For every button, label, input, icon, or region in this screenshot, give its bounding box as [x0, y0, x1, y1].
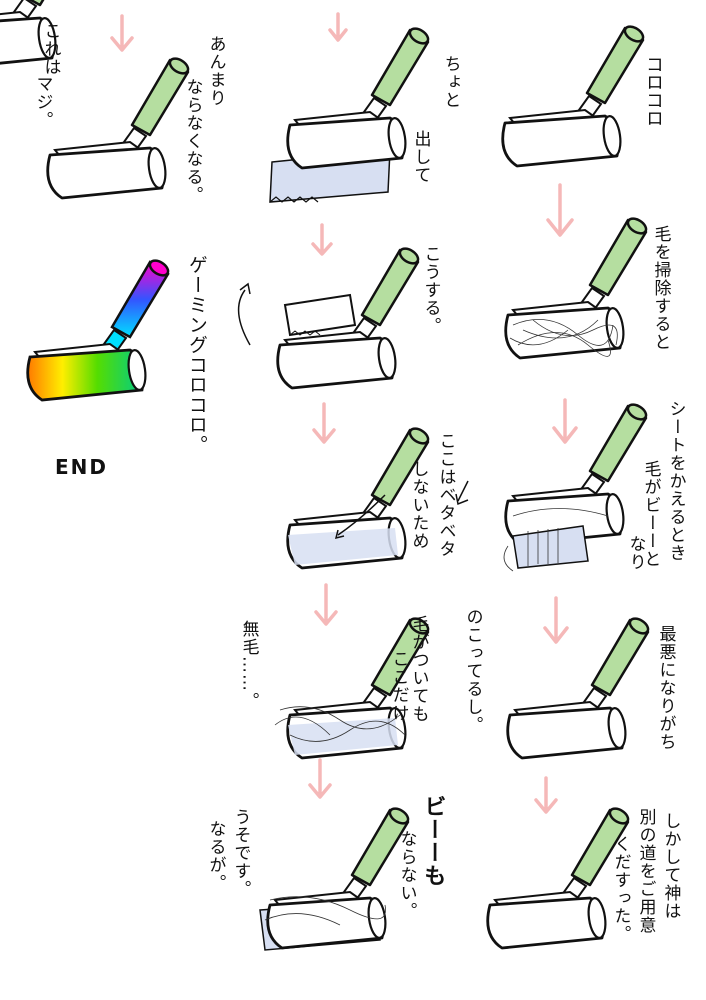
p5-text3: くだすった。 [610, 835, 631, 943]
panel-1-roller [501, 22, 648, 168]
p7-text: こうする。 [420, 245, 441, 335]
p12-text4: ならなくなる。 [182, 78, 203, 204]
p3-text1: シートをかえるとき [665, 400, 686, 562]
p3-text2: 毛がビーーと [640, 460, 661, 568]
p10-text: のこってるし。 [462, 608, 483, 734]
p9-text1: 毛がついても [408, 615, 429, 723]
p9-text3: 無毛……。 [238, 620, 259, 710]
p4-text: 最悪になりがち [655, 625, 676, 751]
p12-text3: あんまり [205, 35, 226, 107]
p2-text: 毛を掃除すると [650, 225, 671, 351]
panel-12-roller [46, 54, 193, 200]
p3-text3: なり [625, 535, 646, 571]
p5-text1: しかして神は [660, 812, 681, 920]
panel-7-roller [237, 244, 423, 390]
panel-6-roller [269, 24, 433, 203]
p6-text1: ちょと [440, 55, 461, 109]
p8-text1: ここはベタベタ [435, 432, 456, 558]
panel-9-roller [274, 614, 433, 760]
p5-text2: 別の道をご用意 [635, 808, 656, 934]
p13-text1: ゲーミングコロコロ。 [185, 255, 208, 455]
p13-end: END [55, 455, 109, 479]
lint-roller-template [0, 0, 57, 65]
p6-text2: 出して [410, 130, 431, 184]
p12-text1: これは [40, 22, 61, 76]
p12-text2: マジ。 [32, 75, 53, 129]
p11-text1: ビーーも [420, 795, 446, 887]
panel-8-roller [286, 424, 433, 570]
p8-text2: しないため [408, 460, 429, 550]
panel-11-roller [259, 804, 413, 951]
panel-3-roller [455, 400, 651, 572]
panel-2-roller [504, 214, 651, 360]
panel-13-gaming-roller [26, 259, 170, 402]
p11-text3: うそです。 [230, 808, 251, 898]
p11-text4: なるが。 [205, 820, 226, 892]
p9-text2: ここだけ [388, 650, 409, 722]
arrows [110, 12, 578, 814]
panel-10-roller [506, 614, 653, 760]
p11-text2: ならない。 [396, 830, 417, 920]
p1-text: コロコロ [643, 55, 664, 127]
